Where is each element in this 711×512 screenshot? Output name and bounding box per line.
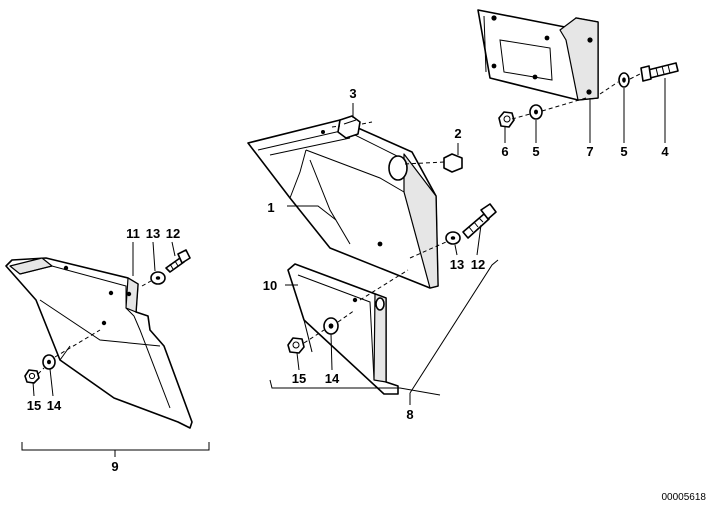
callout-12-left: 12 (166, 226, 180, 241)
screw-12-left (165, 249, 191, 273)
screw-2 (443, 153, 463, 173)
callout-9: 9 (111, 459, 118, 474)
callout-5-right: 5 (620, 144, 627, 159)
screw-12-center (462, 203, 497, 239)
washer-13-center (445, 231, 461, 245)
nut-15-center (287, 337, 305, 354)
washer-5-left (529, 104, 543, 120)
callout-labels: 1 2 3 4 5 7 5 6 13 12 10 15 14 8 11 13 1… (27, 86, 670, 474)
callout-6: 6 (501, 144, 508, 159)
callout-13-center: 13 (450, 257, 464, 272)
callout-10: 10 (263, 278, 277, 293)
side-cover (5, 257, 193, 429)
callout-11: 11 (126, 226, 140, 241)
callout-15-left: 15 (27, 398, 41, 413)
callout-1: 1 (267, 200, 274, 215)
callout-3: 3 (349, 86, 356, 101)
callout-8: 8 (406, 407, 413, 422)
washer-14-center (323, 317, 339, 335)
callout-14-left: 14 (47, 398, 62, 413)
leader-lines (21, 78, 666, 457)
callout-14-center: 14 (325, 371, 340, 386)
callout-7: 7 (586, 144, 593, 159)
callout-5-left: 5 (532, 144, 539, 159)
reference-number: 00005618 (662, 492, 707, 503)
main-cover (247, 119, 439, 289)
washer-14-left (42, 354, 56, 370)
mounting-bracket (477, 9, 599, 101)
bolt-4 (640, 62, 679, 82)
lower-cover (287, 263, 399, 395)
callout-13-left: 13 (146, 226, 160, 241)
nut-6 (498, 111, 515, 128)
clip-3 (337, 115, 361, 139)
nut-15-left (24, 369, 40, 384)
callout-15-center: 15 (292, 371, 306, 386)
washer-13-left (150, 271, 166, 285)
washer-5-right (618, 72, 630, 88)
callout-4: 4 (661, 144, 669, 159)
callout-2: 2 (454, 126, 461, 141)
callout-12-center: 12 (471, 257, 485, 272)
